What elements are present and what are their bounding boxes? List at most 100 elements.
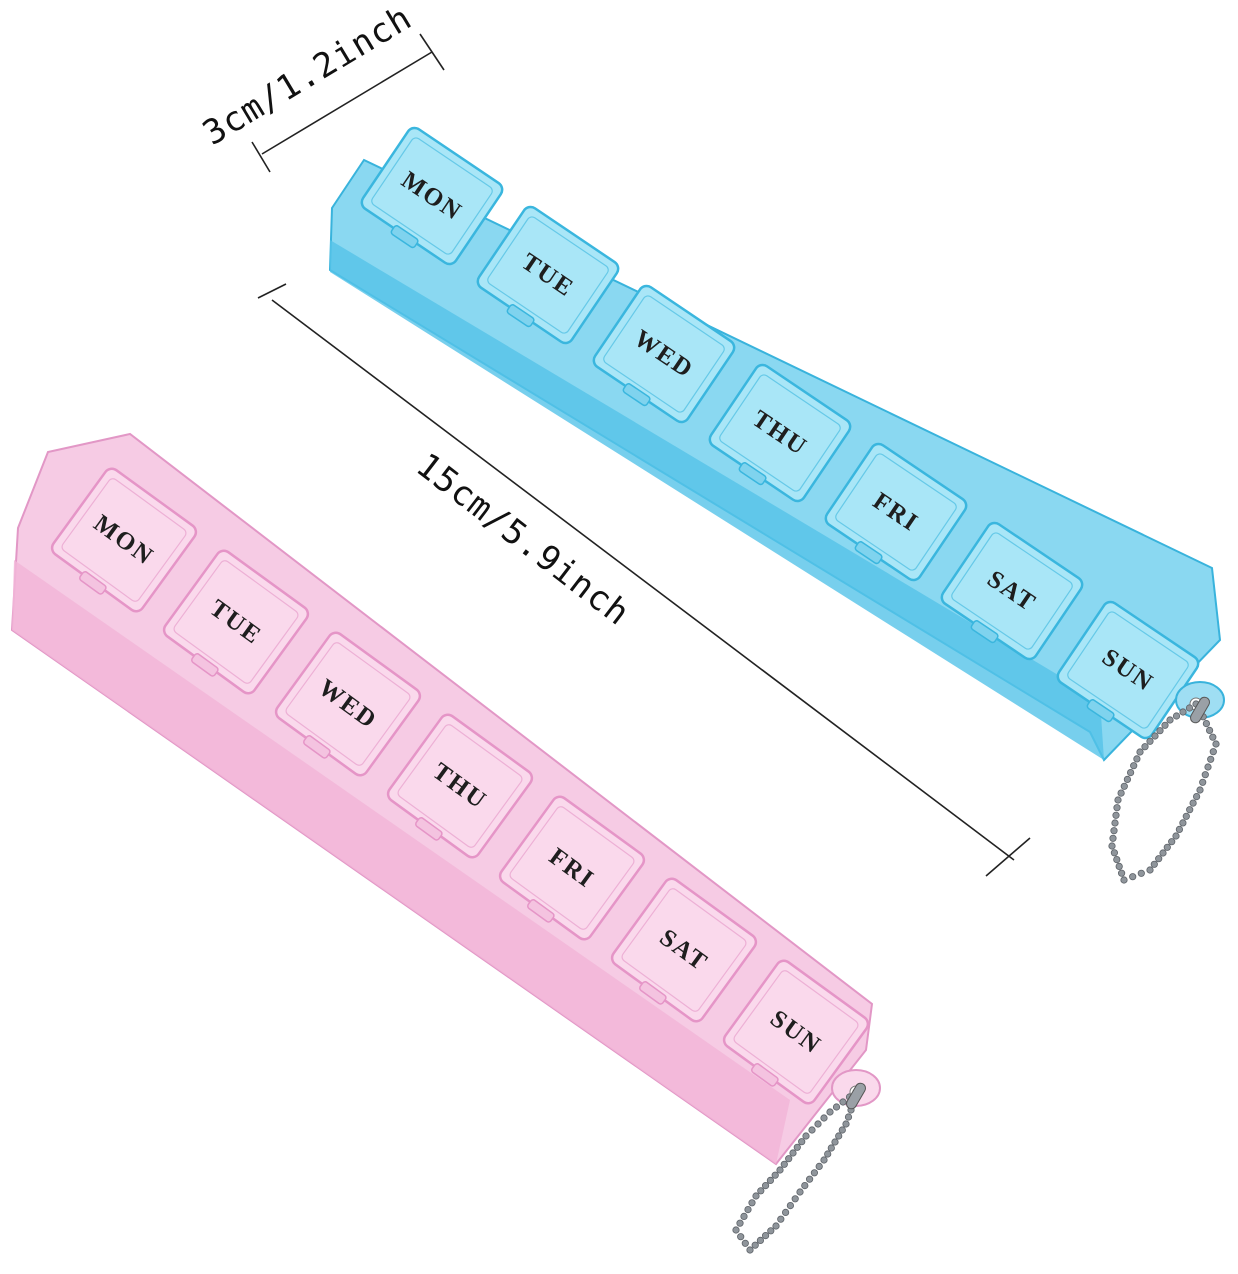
width-dimension-label: 3cm/1.2inch [196, 0, 419, 154]
pink-lid-tue: TUE [162, 549, 310, 695]
blue-chain-bead [1155, 855, 1163, 863]
blue-chain-bead [1209, 733, 1217, 741]
blue-chain-bead [1110, 827, 1118, 835]
pink-chain-bead [798, 1138, 806, 1146]
pink-chain-bead [776, 1166, 784, 1174]
blue-lid-bevel [951, 532, 1073, 650]
blue-chain-bead [1179, 819, 1187, 827]
blue-chain-bead [1189, 799, 1197, 807]
blue-chain-bead [1182, 812, 1190, 820]
blue-chain-bead [1201, 771, 1209, 779]
pink-lid-bevel [173, 560, 299, 684]
pink-chain-bead [808, 1126, 816, 1134]
pink-chain-bead [766, 1176, 775, 1185]
blue-lid-sun: SUN [1056, 600, 1200, 740]
blue-lid-hinge [1086, 699, 1115, 723]
pink-chain-bead [842, 1120, 850, 1128]
blue-lid-hinge [970, 620, 999, 644]
length-dimension-tick-start [257, 283, 287, 299]
pink-chain-bead [824, 1150, 832, 1158]
blue-chain-bead [1166, 716, 1174, 724]
blue-chain-bead [1130, 762, 1138, 770]
pink-chain-bead [748, 1199, 756, 1207]
blue-chain-bead [1179, 708, 1187, 716]
width-dimension-line [261, 51, 433, 155]
blue-lid-hinge [390, 225, 419, 249]
blue-chain-bead [1185, 704, 1194, 712]
pink-lid-bevel [621, 888, 747, 1012]
pink-lid-sat: SAT [610, 877, 758, 1023]
blue-chain-bead [1151, 732, 1159, 740]
blue-chain-bead [1127, 768, 1135, 777]
length-dimension-label: 15cm/5.9inch [409, 445, 638, 634]
pink-chain-bead [793, 1143, 801, 1151]
pink-chain-bead [757, 1187, 765, 1195]
blue-lid-tue: TUE [476, 205, 620, 345]
blue-chain-bead [1109, 834, 1117, 842]
pink-chain-bead [839, 1098, 847, 1106]
blue-chain-bead [1156, 727, 1164, 735]
pink-chain-bead [820, 1156, 828, 1164]
pink-chain-bead [785, 1155, 793, 1163]
blue-chain-bead [1175, 825, 1184, 834]
blue-chain-bead [1111, 819, 1119, 827]
pink-lid-sun: SUN [722, 959, 870, 1105]
pink-chain-bead [820, 1114, 828, 1122]
blue-chain-bead [1172, 832, 1180, 840]
pink-chain-bead [831, 1138, 839, 1146]
blue-chain-bead [1118, 869, 1126, 877]
pink-chain-bead [737, 1233, 745, 1241]
blue-chain-bead [1133, 755, 1141, 763]
blue-chain-bead [1209, 748, 1217, 756]
blue-chain-bead [1159, 849, 1167, 857]
blue-lid-bevel [719, 374, 841, 492]
width-dimension-tick-start [251, 141, 271, 173]
pink-chain-bead [827, 1144, 835, 1152]
pink-chain-bead [832, 1103, 841, 1111]
blue-chain-bead [1120, 876, 1128, 884]
pink-tray-front [12, 560, 790, 1164]
blue-lid-thu: THU [708, 363, 852, 503]
blue-lid-hinge [622, 383, 651, 407]
pink-lid-bevel [733, 970, 859, 1094]
pink-lid-hinge [191, 653, 219, 677]
pink-chain-bead [796, 1188, 804, 1196]
pink-chain-bead [802, 1132, 810, 1140]
blue-chain-bead [1168, 838, 1176, 846]
blue-chain-bead [1108, 842, 1116, 850]
pink-lid-hinge [303, 735, 331, 759]
pink-lid-bevel [397, 724, 523, 848]
blue-chain-bead [1163, 843, 1171, 851]
blue-chain-bead [1199, 778, 1207, 786]
pink-chain-bead [815, 1162, 823, 1171]
blue-chain-bead [1114, 796, 1122, 804]
length-dimension-tick-end [985, 837, 1031, 877]
blue-chain-bead [1115, 862, 1123, 871]
pink-chain-bead [756, 1236, 765, 1245]
pink-chain-bead [761, 1182, 770, 1190]
blue-lid-bevel [835, 453, 957, 571]
blue-lid-bevel [1067, 611, 1189, 729]
pink-chain-bead [751, 1241, 759, 1249]
pink-lid-hinge [527, 899, 555, 923]
pink-chain-bead [791, 1195, 799, 1203]
blue-chain-bead [1129, 873, 1137, 881]
pink-chain-bead [805, 1175, 814, 1183]
blue-chain-bead [1112, 811, 1120, 819]
blue-chain-bead [1212, 740, 1220, 748]
pink-lid-wed: WED [274, 631, 422, 777]
blue-lid-bevel [371, 137, 493, 255]
pink-chain-bead [810, 1169, 819, 1177]
length-dimension-line [271, 299, 1015, 861]
blue-tray-front [330, 240, 1104, 760]
pink-chain-bead [746, 1246, 754, 1254]
blue-chain-bead [1172, 712, 1181, 720]
blue-chain-bead [1110, 849, 1119, 857]
pink-lid-hinge [79, 571, 107, 595]
blue-chain-bead [1117, 789, 1125, 797]
